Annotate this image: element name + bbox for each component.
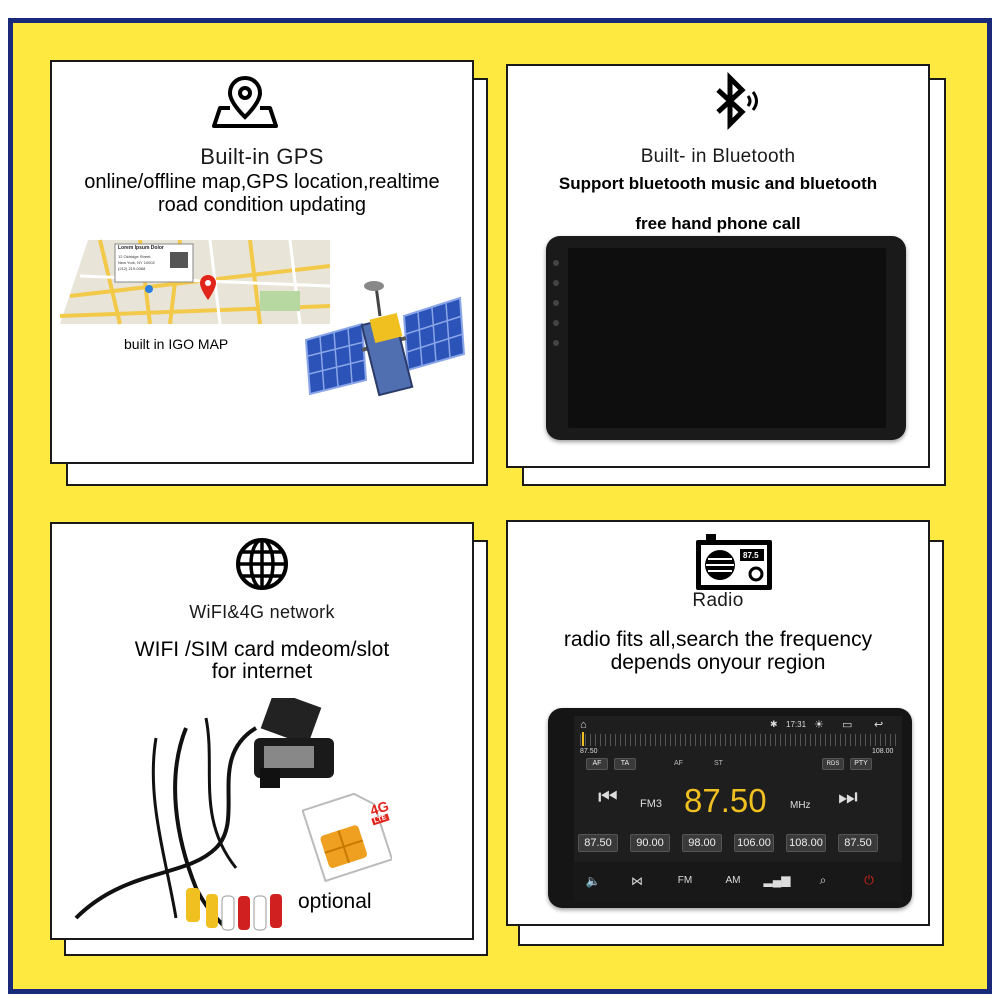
gps-line2: road condition updating: [158, 194, 366, 216]
preset-button-5[interactable]: 108.00: [786, 834, 826, 852]
signal-icon[interactable]: ▂▄▆: [763, 873, 791, 887]
wifi-line1: WIFI /SIM card mdeom/slot: [134, 638, 390, 661]
next-station-button[interactable]: ⏭: [838, 784, 858, 809]
preset-button-3[interactable]: 98.00: [682, 834, 722, 852]
frequency-unit: MHz: [790, 800, 811, 811]
sim-card-icon: [302, 792, 392, 882]
map-card-title: Lorem Ipsum Dolor: [118, 245, 164, 251]
radio-line1: radio fits all,search the frequency: [563, 628, 873, 651]
globe-icon: [236, 538, 288, 590]
side-button[interactable]: [553, 300, 559, 306]
status-time: 17:31: [786, 720, 807, 729]
bluetooth-line1: Support bluetooth music and bluetooth: [558, 174, 878, 193]
map-pin-red-icon: [200, 275, 216, 300]
side-button[interactable]: [553, 260, 559, 266]
optional-label: optional: [298, 890, 372, 913]
bluetooth-line2: free hand phone call: [635, 214, 801, 233]
side-button[interactable]: [553, 340, 559, 346]
side-button[interactable]: [553, 320, 559, 326]
igo-map-label: built in IGO MAP: [124, 336, 229, 352]
tuner-scale[interactable]: [580, 734, 896, 746]
gps-panel: Built-in GPS online/offline map,GPS loca…: [50, 60, 474, 464]
radio-panel: 87.5 Radio radio fits all,search the fre…: [506, 520, 930, 926]
radio-head-unit: ⌂ ✱ 17:31 ☀ ▭ ↩ 87.50 108.00 AF TA AF ST…: [548, 708, 912, 908]
wifi-title: WiFI&4G network: [189, 602, 335, 622]
side-button[interactable]: [553, 280, 559, 286]
gps-line1: online/offline map,GPS location,realtime: [84, 171, 440, 193]
wifi-module-cable-image: [74, 698, 334, 931]
bluetooth-panel: Built- in Bluetooth Support bluetooth mu…: [506, 64, 930, 468]
map-card-line-1: 12 Oldridge Street: [118, 254, 151, 259]
frequency-display: 87.50: [684, 782, 767, 819]
equalizer-icon[interactable]: ⋈: [631, 874, 643, 888]
band-label: FM3: [640, 798, 662, 810]
power-icon[interactable]: ⏻: [864, 873, 874, 887]
tuner-needle: [582, 732, 584, 746]
radio-icon: [696, 534, 772, 590]
radio-line2: depends onyour region: [610, 651, 826, 674]
map-card-line-2: New York, NY 10002: [118, 260, 155, 265]
preset-button-1[interactable]: 87.50: [578, 834, 618, 852]
map-card-line-3: (212) 219-0368: [118, 266, 146, 271]
head-unit-screen-off: [568, 248, 886, 428]
preset-button-4[interactable]: 106.00: [734, 834, 774, 852]
search-icon[interactable]: ⌕: [819, 873, 827, 887]
af-indicator: AF: [674, 760, 683, 767]
status-bluetooth-icon: ✱: [770, 719, 778, 729]
bluetooth-icon: [716, 72, 758, 131]
satellite-icon: [304, 281, 466, 397]
window-icon[interactable]: ▭: [842, 719, 853, 731]
wifi-panel: WiFI&4G network WIFI /SIM card mdeom/slo…: [50, 522, 474, 940]
radio-title: Radio: [692, 590, 744, 611]
af-button[interactable]: AF: [586, 758, 608, 770]
pty-button[interactable]: PTY: [850, 758, 872, 770]
range-max: 108.00: [872, 748, 894, 755]
am-button[interactable]: AM: [725, 875, 741, 886]
back-icon[interactable]: ↩: [874, 719, 884, 731]
map-location-icon: [212, 75, 278, 128]
head-unit-device: [546, 236, 906, 440]
bottom-bar: [574, 862, 902, 902]
ta-button[interactable]: TA: [614, 758, 636, 770]
prev-station-button[interactable]: ⏮: [598, 784, 618, 809]
radio-icon-frequency: 87.5: [743, 551, 759, 560]
fm-button[interactable]: FM: [677, 875, 693, 886]
gps-title: Built-in GPS: [200, 144, 324, 169]
home-icon[interactable]: ⌂: [580, 719, 587, 731]
igo-map-image: [60, 239, 330, 325]
preset-button-2[interactable]: 90.00: [630, 834, 670, 852]
st-indicator: ST: [714, 760, 723, 767]
radio-screen: ⌂ ✱ 17:31 ☀ ▭ ↩ 87.50 108.00 AF TA AF ST…: [574, 716, 902, 902]
map-pin-blue-icon: [145, 285, 153, 293]
brightness-icon[interactable]: ☀: [814, 719, 824, 731]
rds-button[interactable]: RDS: [822, 758, 844, 770]
volume-icon[interactable]: 🔈: [585, 874, 601, 888]
wifi-line2: for internet: [211, 660, 313, 683]
range-min: 87.50: [580, 748, 598, 755]
preset-button-6[interactable]: 87.50: [838, 834, 878, 852]
bluetooth-title: Built- in Bluetooth: [640, 146, 796, 167]
